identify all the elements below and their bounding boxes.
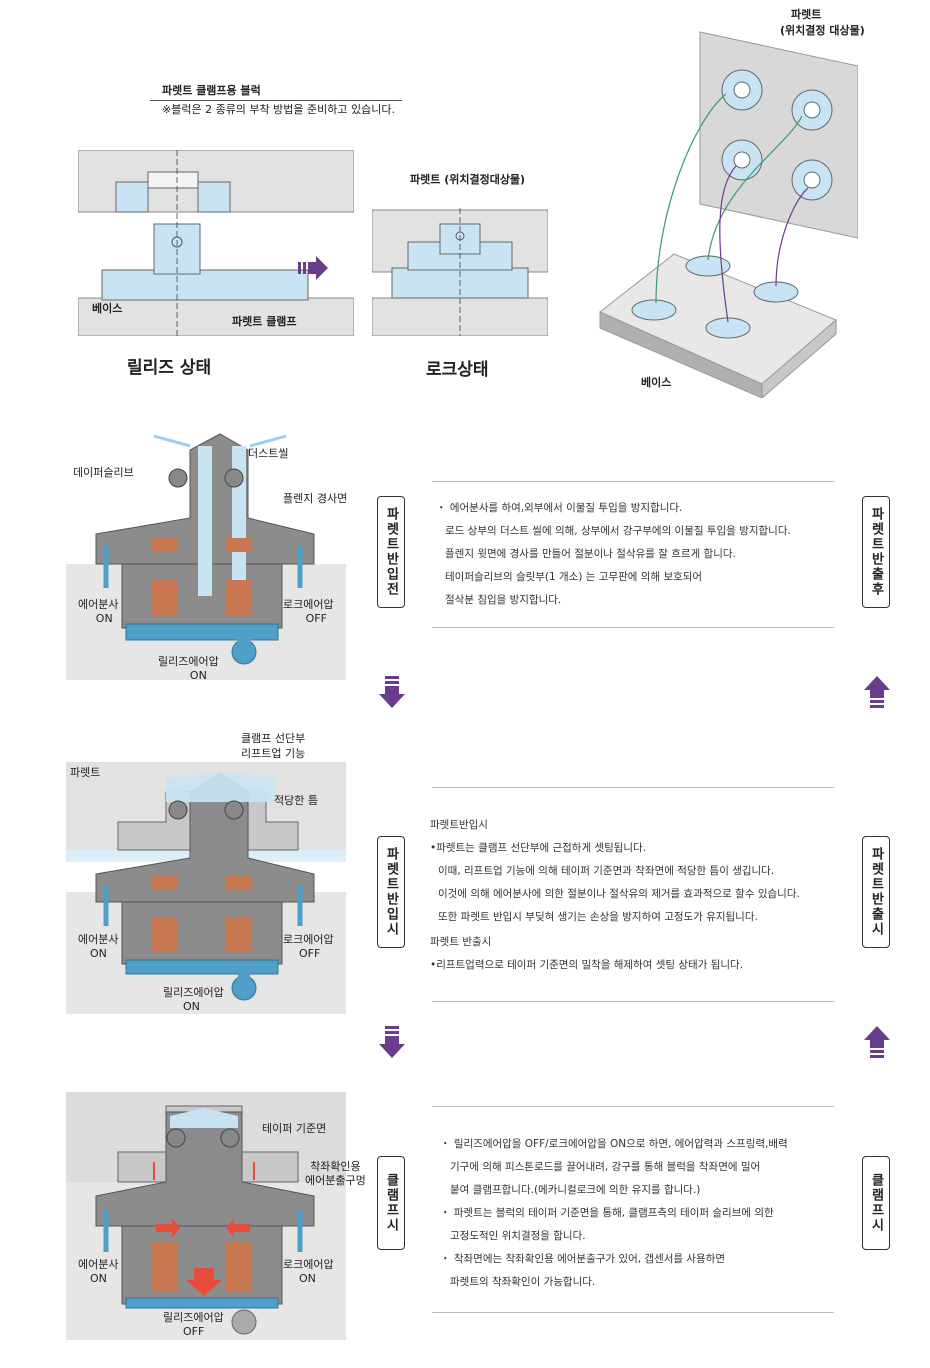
pallet-label: 파렛트 [70, 766, 101, 779]
step3-text: ・ 릴리즈에어압을 OFF/로크에어압을 ON으로 하면, 에어압력과 스프링력… [440, 1138, 788, 1288]
release-state-title: 릴리즈 상태 [127, 358, 212, 378]
step2-text: 파렛트반입시 •파렛트는 클램프 선단부에 근접하게 셋팅됩니다. 이때, 리프… [430, 819, 800, 971]
step3-figure [66, 1092, 346, 1340]
release-state-figure [78, 150, 354, 336]
base-label: 베이스 [92, 302, 123, 315]
step2-vlabel-left: 파렛트반입시 [377, 836, 405, 948]
clamp-label: 파렛트 클램프 [232, 315, 297, 328]
step1-bottom-rule [432, 627, 834, 628]
clamp-tip-label: 클램프 선단부 [241, 732, 306, 745]
step1-vlabel-right: 파렛트반출후 [862, 496, 890, 608]
step2-vlabel-right: 파렛트반출시 [862, 836, 890, 948]
pallet-label-mid: 파렛트 (위치결정대상물) [410, 173, 526, 186]
lock-state-title: 로크상태 [426, 360, 489, 380]
taper-ref-label: 테이퍼 기준면 [262, 1122, 327, 1135]
pallet-label-right-1: 파렛트 [791, 8, 822, 21]
up-arrow-icon-2 [864, 1026, 890, 1058]
step1-figure [66, 428, 346, 680]
lift-up-label: 리프트업 기능 [241, 747, 306, 760]
step2-figure [66, 762, 346, 1014]
step3-vlabel-right: 클램프시 [862, 1156, 890, 1250]
step1-text: ・ 에어분사를 하여,외부에서 이물질 투입을 방지합니다. 로드 상부의 더스… [436, 502, 791, 606]
dust-seal-label: 더스트씰 [248, 447, 289, 460]
up-arrow-icon [864, 676, 890, 708]
step3-vlabel-left: 클램프시 [377, 1156, 405, 1250]
right-arrow-icon [298, 256, 328, 280]
gap-label: 적당한 틈 [274, 794, 318, 807]
block-label: 파렛트 클램프용 블럭 [162, 84, 261, 97]
step2-top-rule [432, 787, 834, 788]
step3-top-rule [432, 1106, 834, 1107]
step3-bottom-rule [432, 1312, 834, 1313]
step1-vlabel-left: 파렛트반입전 [377, 496, 405, 608]
taper-sleeve-label: 데이퍼슬리브 [73, 466, 134, 479]
flange-slope-label: 플렌지 경사면 [283, 492, 348, 505]
down-arrow-icon-2 [379, 1026, 405, 1058]
step1-top-rule [432, 481, 834, 482]
base-label-right: 베이스 [641, 376, 672, 389]
step2-bottom-rule [432, 1001, 834, 1002]
pallet-label-right-2: (위치결정 대상물) [780, 24, 865, 37]
lock-state-figure [372, 208, 548, 336]
block-label-line [150, 100, 402, 101]
assembly-illustration [596, 28, 858, 398]
block-note: ※블럭은 2 종류의 부착 방법을 준비하고 있습니다. [162, 103, 395, 116]
down-arrow-icon [379, 676, 405, 708]
